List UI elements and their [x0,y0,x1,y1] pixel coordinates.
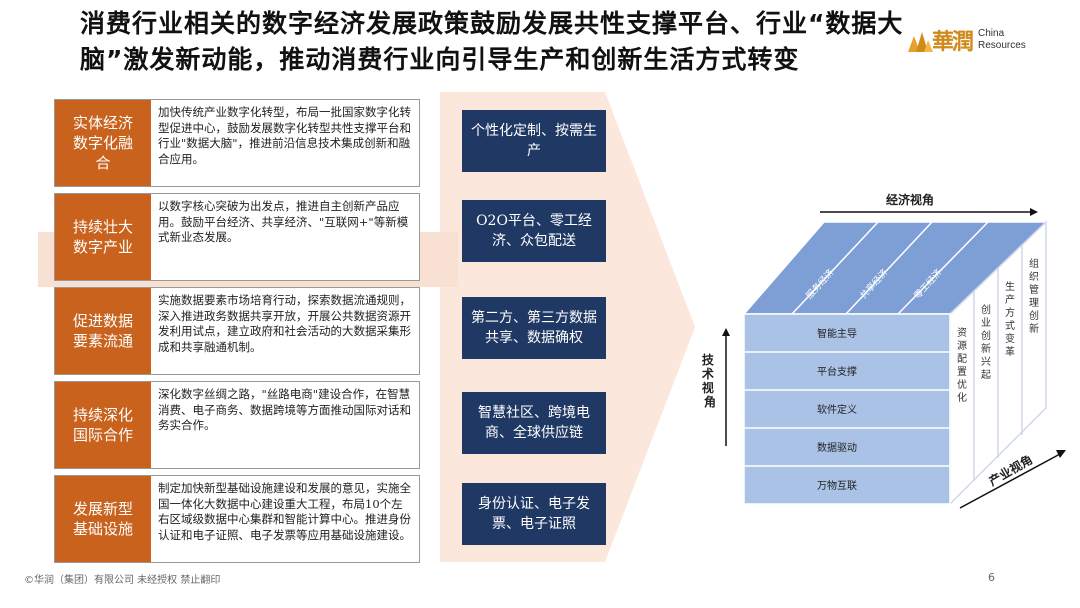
side-label-3: 生产方式变革 [1005,280,1015,358]
company-logo: 華潤 China Resources [906,22,1046,62]
side-label-char: 业 [981,317,991,329]
policy-label: 实体经济数字化融合 [55,100,151,186]
front-label-3: 软件定义 [817,403,857,416]
top-divider [897,221,989,315]
top-axis-arrow-icon [1030,208,1038,216]
policy-description: 深化数字丝绸之路，"丝路电商"建设合作，在智慧消费、电子商务、数据跨境等方面推动… [158,387,411,432]
policy-row-3: 促进数据要素流通 实施数据要素市场培育行动，探索数据流通规则，深入推进政务数据共… [54,287,420,375]
policy-row-4: 持续深化国际合作 深化数字丝绸之路，"丝路电商"建设合作，在智慧消费、电子商务、… [54,381,420,469]
logo-english-line1: China [978,28,1005,39]
side-label-char: 织 [1029,271,1039,283]
left-axis-char-1: 技 [702,352,715,367]
policy-label-text: 促进数据要素流通 [72,312,133,350]
cube-left-axis-label: 技 术 视 角 [701,352,718,409]
policy-row-2: 持续壮大数字产业 以数字核心突破为出发点，推进自主创新产品应用。鼓励平台经济、共… [54,193,420,281]
bottom-axis-arrow-icon [1056,450,1066,458]
side-label-char: 配 [957,353,967,365]
side-label-char: 源 [957,339,967,352]
left-axis-char-3: 视 [702,380,714,395]
outcome-text: 第二方、第三方数据共享、数据确权 [471,310,597,346]
top-divider [791,221,879,315]
front-label-2: 平台支撑 [817,365,857,378]
copyright-footer: ©华润（集团）有限公司 未经授权 禁止翻印 [24,575,221,586]
page-title: 消费行业相关的数字经济发展政策鼓励发展共性支撑平台、行业“数据大脑”激发新动能，… [80,9,904,74]
side-label-char: 起 [981,369,991,381]
left-axis-char-4: 角 [704,394,716,409]
policy-row-1: 实体经济数字化融合 加快传统产业数字化转型，布局一批国家数字化转型促进中心，鼓励… [54,99,420,187]
bottom-axis-line [959,453,1061,509]
policy-label-text: 实体经济数字化融合 [72,114,133,172]
side-label-1: 资源配置优化 [957,327,967,404]
digital-economy-cube: 经济视角 技 术 视 角 产业视角 平台经济 服务经济 共享经济 零工经济 资源… [701,192,1066,509]
side-label-char: 式 [1005,319,1015,332]
outcome-text: 身份认证、电子发票、电子证照 [478,496,590,532]
policy-label: 持续深化国际合作 [55,382,151,468]
top-divider [845,221,933,315]
policy-label: 持续壮大数字产业 [55,194,151,280]
policy-description: 加快传统产业数字化转型，布局一批国家数字化转型促进中心，鼓励发展数字化转型共性支… [158,105,411,166]
front-label-5: 万物互联 [817,479,857,492]
outcome-box-2: O2O平台、零工经济、众包配送 [462,200,606,262]
cube-front-face [743,313,951,505]
side-label-char: 组 [1029,257,1039,270]
logo-english-text: China Resources [978,28,1026,52]
policy-description: 实施数据要素市场培育行动，探索数据流通规则，深入推进政务数据共享开放，开展公共数… [158,293,411,354]
logo-english-line2: Resources [978,40,1026,51]
left-axis-arrow-icon [722,328,730,336]
side-label-char: 生 [1005,280,1015,293]
left-axis-char-2: 术 [701,366,714,381]
front-label-1: 智能主导 [817,327,857,340]
outcome-box-5: 身份认证、电子发票、电子证照 [462,483,606,545]
outcome-text: O2O平台、零工经济、众包配送 [476,213,592,249]
side-label-4: 组织管理创新 [1029,257,1039,335]
cube-top-axis-label: 经济视角 [886,192,934,207]
side-label-char: 产 [1005,293,1015,306]
outcome-box-1: 个性化定制、按需生产 [462,110,606,172]
page-number: 6 [988,571,995,584]
side-label-char: 创 [981,329,991,342]
policy-label: 发展新型基础设施 [55,476,151,562]
outcome-text: 智慧社区、跨境电商、全球供应链 [478,405,590,441]
policy-row-5: 发展新型基础设施 制定加快新型基础设施建设和发展的意见，实施全国一体化大数据中心… [54,475,420,563]
side-label-char: 变 [1005,332,1015,345]
policy-label-text: 持续深化国际合作 [72,406,133,444]
side-label-2: 创业创新兴起 [981,303,991,381]
side-label-char: 创 [981,303,991,316]
side-label-char: 置 [957,366,967,378]
side-label-char: 革 [1005,345,1015,358]
policy-label-text: 持续壮大数字产业 [72,218,133,256]
policy-label: 促进数据要素流通 [55,288,151,374]
policy-description: 以数字核心突破为出发点，推进自主创新产品应用。鼓励平台经济、共享经济、"互联网+… [158,199,409,244]
front-label-4: 数据驱动 [817,441,857,454]
policy-description: 制定加快新型基础设施建设和发展的意见，实施全国一体化大数据中心建设重大工程，布局… [158,481,411,542]
side-label-char: 优 [957,378,967,391]
policy-label-text: 发展新型基础设施 [72,500,133,538]
side-label-char: 兴 [981,356,991,368]
side-label-char: 管 [1029,283,1039,296]
side-label-char: 理 [1029,297,1039,309]
side-label-char: 化 [957,391,967,404]
side-label-char: 资 [957,327,967,339]
outcome-text: 个性化定制、按需生产 [471,123,597,159]
side-label-char: 新 [981,342,991,355]
side-label-char: 新 [1029,322,1039,335]
outcome-box-4: 智慧社区、跨境电商、全球供应链 [462,392,606,454]
logo-mark-icon [908,32,933,52]
outcome-box-3: 第二方、第三方数据共享、数据确权 [462,297,606,359]
side-label-char: 创 [1029,309,1039,322]
logo-chinese-text: 華潤 [932,29,974,55]
side-label-char: 方 [1005,306,1015,319]
